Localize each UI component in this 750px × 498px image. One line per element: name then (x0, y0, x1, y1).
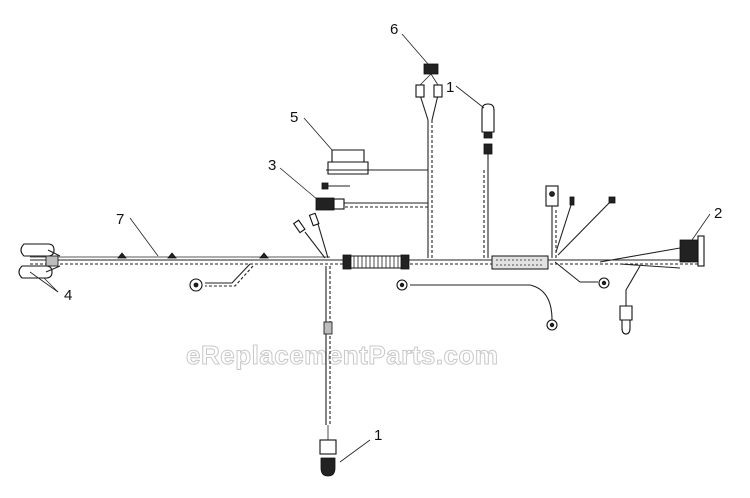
callout-1-bottom: 1 (374, 427, 382, 444)
right-lower-loop (396, 279, 558, 331)
harness-sleeve (491, 255, 549, 270)
left-ground-lead (189, 263, 254, 292)
right-upper-connector (481, 103, 495, 258)
item-3-switch (315, 182, 428, 211)
callout-3: 3 (268, 157, 276, 174)
right-side-branches (545, 185, 616, 289)
callout-1-top: 1 (446, 79, 454, 96)
callout-2: 2 (714, 205, 722, 222)
watermark-text: eReplacementParts.com (186, 340, 499, 370)
upper-left-branch-wires (292, 212, 329, 259)
callout-leaders (29, 33, 711, 463)
right-end-connector-2 (599, 235, 705, 335)
callout-7: 7 (116, 211, 124, 228)
top-vertical-branch (415, 63, 443, 258)
callout-6: 6 (390, 21, 398, 38)
callout-4: 4 (64, 287, 72, 304)
corrugated-conduit (342, 254, 410, 270)
callout-5: 5 (290, 109, 298, 126)
lower-vertical-drop (319, 266, 337, 477)
harness-clips (117, 252, 269, 259)
item-5-module (326, 149, 428, 175)
left-connectors-4 (18, 243, 61, 279)
